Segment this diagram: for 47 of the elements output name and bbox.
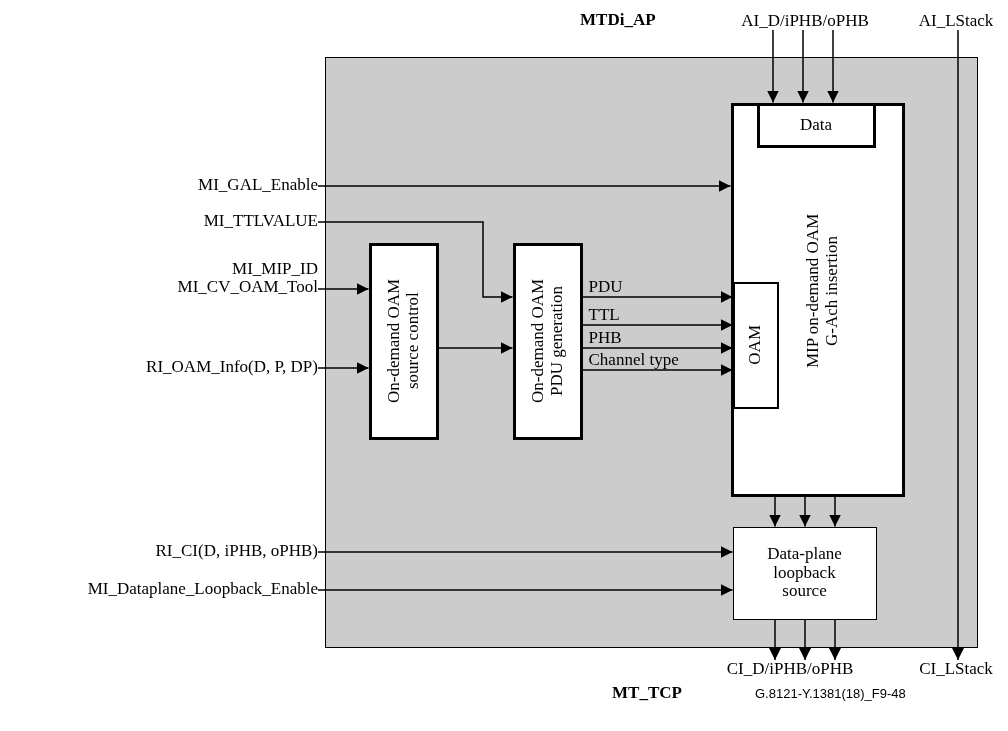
signal-label: MI_TTLVALUE [203, 212, 318, 230]
arrow [829, 618, 841, 661]
signal-label: CI_LStack [918, 660, 994, 678]
signal-label: CI_D/iPHB/oPHB [725, 660, 855, 678]
arrow [317, 221, 514, 303]
arrow [437, 342, 514, 354]
box-label: MIP on-demand OAM G-Ach insertion [803, 212, 841, 370]
figure-id: G.8121-Y.1381(18)_F9-48 [755, 686, 906, 701]
arrow [767, 29, 779, 104]
edge-label: PDU [587, 278, 624, 295]
box-label: Data [799, 115, 833, 135]
signal-label: MI_CV_OAM_Tool [177, 278, 318, 296]
box-label: Data-plane loopback source [766, 544, 843, 602]
process-box [512, 242, 583, 440]
function-block [325, 57, 978, 648]
signal-label: RI_CI(D, iPHB, oPHB) [155, 542, 318, 560]
signal-label: AI_D/iPHB/oPHB [740, 12, 870, 30]
arrow [829, 495, 841, 528]
signal-label: MI_Dataplane_Loopback_Enable [87, 580, 318, 598]
arrow [799, 495, 811, 528]
arrow [797, 29, 809, 104]
signal-label: MI_GAL_Enable [198, 176, 318, 194]
box-label: On-demand OAM source control [384, 277, 423, 406]
box-label: OAM [746, 325, 765, 365]
arrow [827, 29, 839, 104]
signal-label: MI_MIP_ID [231, 260, 318, 278]
arrow [769, 618, 781, 661]
block-name: MT_TCP [612, 683, 682, 703]
arrow [317, 283, 370, 295]
process-box [368, 242, 439, 440]
process-box [730, 102, 905, 497]
arrow [317, 546, 734, 558]
process-box [732, 281, 779, 409]
process-box [732, 526, 877, 620]
signal-label: RI_OAM_Info(D, P, DP) [146, 358, 318, 376]
arrow [769, 495, 781, 528]
arrow [317, 180, 732, 192]
block-name: MTDi_AP [580, 10, 656, 30]
arrow [317, 362, 370, 374]
arrow [799, 618, 811, 661]
box-label: On-demand OAM PDU generation [528, 277, 567, 406]
edge-label: Channel type [587, 351, 680, 368]
arrow [317, 584, 734, 596]
arrow [952, 29, 964, 661]
edge-label: PHB [587, 329, 623, 346]
signal-label: AI_LStack [917, 12, 995, 30]
edge-label: TTL [587, 306, 621, 323]
